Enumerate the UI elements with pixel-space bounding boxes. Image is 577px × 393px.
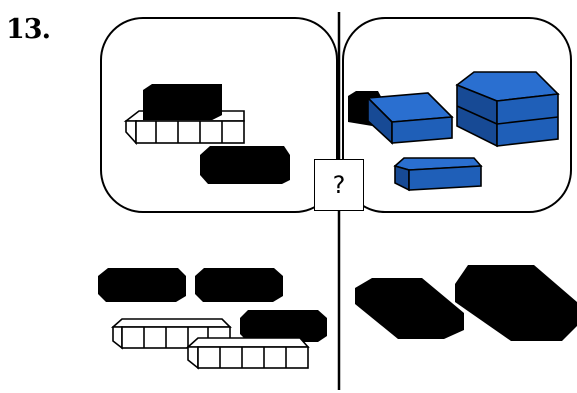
bottom-right-black-brick-2-icon	[455, 265, 577, 341]
panel-right-blue-brick-3-icon	[393, 157, 483, 192]
bottom-right-black-brick-1-icon	[355, 278, 464, 339]
problem-number: 13.	[6, 14, 51, 45]
bottom-left-black-brick-3-icon	[240, 310, 327, 342]
panel-right-blue-brick-2-icon	[455, 71, 560, 148]
bottom-left-white-cube-row-2-icon	[185, 337, 310, 370]
bottom-left-black-brick-1-icon	[98, 268, 186, 302]
panel-left-black-brick-icon	[143, 84, 222, 120]
panel-right-blue-brick-1-icon	[366, 92, 454, 145]
question-mark-box: ?	[314, 159, 364, 211]
bottom-left-black-brick-2-icon	[195, 268, 283, 302]
panel-left-black-brick-lower-icon	[200, 146, 290, 184]
